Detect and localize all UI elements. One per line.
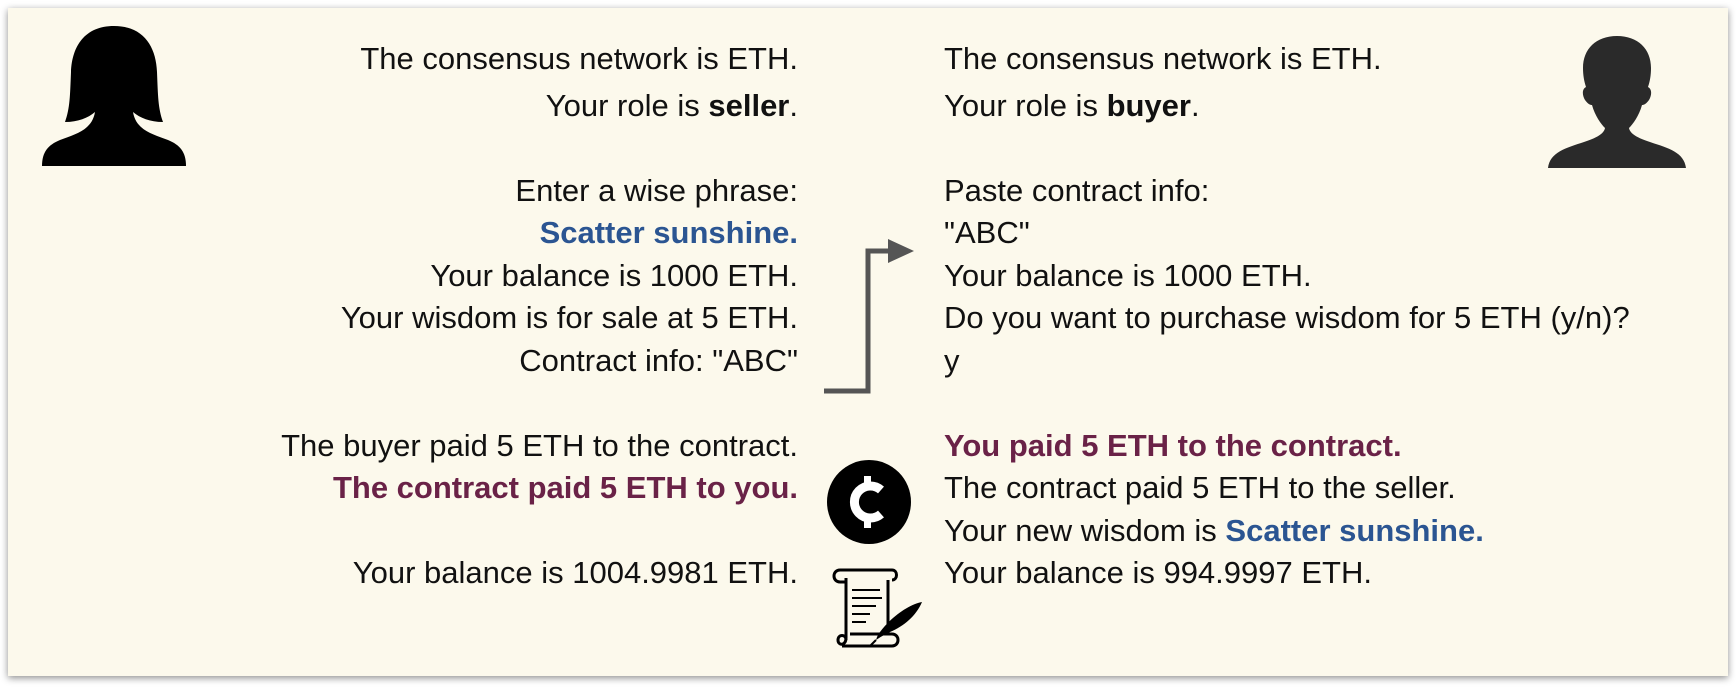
seller-network-text: The consensus network is ETH. (360, 41, 798, 76)
seller-buyer-paid-text: The buyer paid 5 ETH to the contract. (281, 428, 798, 463)
buyer-you-paid-text: You paid 5 ETH to the contract. (944, 428, 1402, 463)
seller-enter-prompt: Enter a wise phrase: (515, 173, 798, 208)
scroll-quill-icon (832, 568, 922, 648)
seller-wise-phrase: Scatter sunshine. (539, 215, 798, 250)
seller-role-line: Your role is seller. (546, 86, 798, 126)
seller-role-prefix: Your role is (545, 88, 709, 123)
buyer-new-wisdom: Scatter sunshine. (1225, 513, 1484, 548)
buyer-new-wisdom-prefix: Your new wisdom is (944, 513, 1226, 548)
seller-role-suffix: . (789, 88, 798, 123)
arrow-right-icon (824, 239, 914, 394)
buyer-answer: y (944, 343, 960, 378)
buyer-role-line: Your role is buyer. (944, 86, 1200, 126)
crypto-coin-icon (827, 460, 911, 544)
seller-contract-paid-text: The contract paid 5 ETH to you. (332, 470, 798, 505)
buyer-network-text: The consensus network is ETH. (944, 41, 1382, 76)
seller-balance-final: Your balance is 1004.9981 ETH. (352, 555, 798, 590)
male-silhouette-icon (1548, 36, 1686, 168)
buyer-balance-final: Your balance is 994.9997 ETH. (944, 555, 1372, 590)
buyer-role-suffix: . (1190, 88, 1200, 123)
buyer-purchase-question: Do you want to purchase wisdom for 5 ETH… (944, 300, 1630, 335)
buyer-new-wisdom-line: Your new wisdom is Scatter sunshine. (944, 511, 1484, 551)
buyer-paste-prompt: Paste contract info: (944, 173, 1210, 208)
buyer-pasted-value: "ABC" (944, 215, 1030, 250)
buyer-balance-initial: Your balance is 1000 ETH. (944, 258, 1312, 293)
seller-contract-info: Contract info: "ABC" (519, 343, 798, 378)
seller-role: seller (708, 88, 790, 123)
buyer-role-prefix: Your role is (944, 88, 1107, 123)
female-silhouette-icon (42, 26, 186, 166)
seller-for-sale-text: Your wisdom is for sale at 5 ETH. (340, 300, 798, 335)
buyer-contract-paid-text: The contract paid 5 ETH to the seller. (944, 470, 1456, 505)
diagram-card: The consensus network is ETH. Your role … (8, 8, 1728, 676)
buyer-role: buyer (1106, 88, 1191, 123)
seller-balance-initial: Your balance is 1000 ETH. (430, 258, 798, 293)
